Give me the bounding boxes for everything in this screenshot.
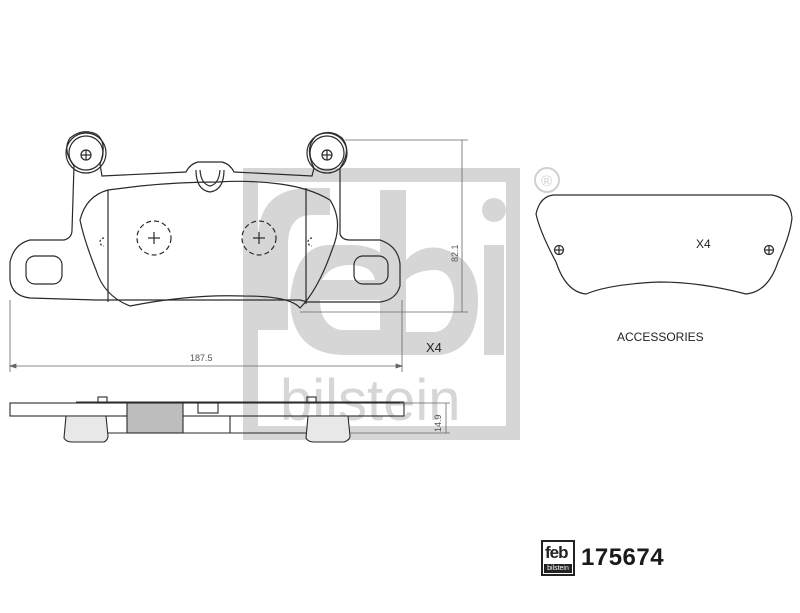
brake-pad-front-view xyxy=(9,131,401,309)
accessory-shim xyxy=(535,194,793,295)
part-number: 175674 xyxy=(581,544,665,571)
logo-top-text: feb xyxy=(545,543,568,562)
main-quantity-label: X4 xyxy=(426,340,442,355)
svg-text:®: ® xyxy=(541,173,552,190)
brand-watermark: bilstein xyxy=(243,168,520,440)
brake-pad-side-view xyxy=(9,396,405,443)
registered-mark-icon: ® xyxy=(534,167,560,193)
febi-bilstein-logo: feb bilstein xyxy=(541,540,575,576)
accessory-quantity-label: X4 xyxy=(696,237,711,251)
accessories-caption: ACCESSORIES xyxy=(617,330,704,344)
width-dimension-value: 187.5 xyxy=(190,353,213,363)
height-dimension-value: 82.1 xyxy=(450,244,460,262)
thickness-dimension-value: 14.9 xyxy=(433,414,443,432)
product-footer: feb bilstein 175674 xyxy=(541,540,664,576)
thickness-dimension-line xyxy=(350,402,450,434)
height-dimension-line xyxy=(300,139,468,313)
logo-bottom-text: bilstein xyxy=(544,564,572,573)
